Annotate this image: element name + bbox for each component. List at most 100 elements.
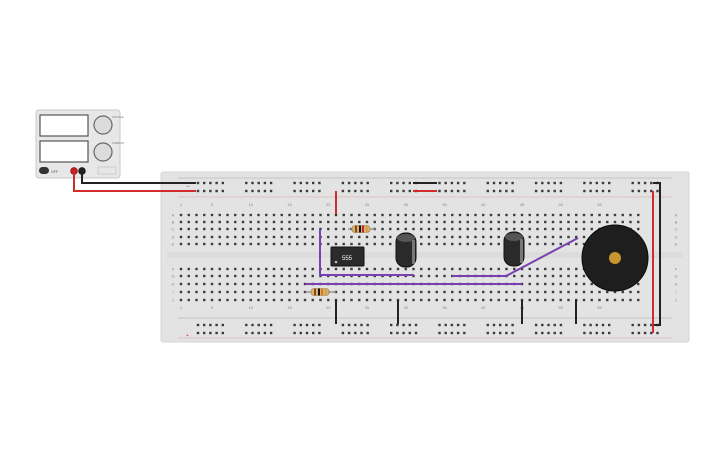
breadboard-hole[interactable] (195, 267, 198, 271)
breadboard-hole[interactable] (203, 267, 206, 271)
breadboard-hole[interactable] (210, 242, 214, 246)
breadboard-hole[interactable] (396, 181, 399, 185)
breadboard-hole[interactable] (544, 227, 547, 231)
electrolytic-capacitor-1[interactable] (395, 232, 417, 268)
breadboard-hole[interactable] (241, 213, 245, 217)
breadboard-hole[interactable] (489, 267, 493, 271)
breadboard-hole[interactable] (621, 213, 624, 217)
breadboard-hole[interactable] (482, 235, 485, 239)
breadboard-hole[interactable] (486, 181, 489, 185)
breadboard-hole[interactable] (360, 331, 363, 335)
breadboard-hole[interactable] (489, 227, 493, 231)
breadboard-hole[interactable] (474, 298, 477, 302)
breadboard-hole[interactable] (567, 298, 570, 302)
breadboard-hole[interactable] (590, 227, 593, 231)
breadboard-hole[interactable] (427, 242, 431, 246)
breadboard-hole[interactable] (482, 267, 485, 271)
piezo-buzzer[interactable] (581, 224, 649, 292)
breadboard-hole[interactable] (499, 331, 502, 335)
breadboard-hole[interactable] (203, 242, 206, 246)
breadboard-hole[interactable] (365, 242, 369, 246)
breadboard-hole[interactable] (241, 298, 245, 302)
breadboard-hole[interactable] (637, 331, 641, 335)
breadboard-hole[interactable] (463, 323, 466, 327)
breadboard-hole[interactable] (280, 227, 283, 231)
breadboard-hole[interactable] (520, 213, 524, 217)
breadboard-hole[interactable] (463, 181, 466, 185)
breadboard-hole[interactable] (595, 331, 598, 335)
breadboard-hole[interactable] (265, 242, 268, 246)
breadboard-hole[interactable] (650, 331, 653, 335)
breadboard-hole[interactable] (195, 274, 198, 278)
breadboard-hole[interactable] (497, 213, 500, 217)
breadboard-hole[interactable] (499, 189, 502, 193)
breadboard-hole[interactable] (575, 290, 578, 294)
breadboard-hole[interactable] (360, 189, 363, 193)
breadboard-hole[interactable] (226, 282, 229, 286)
breadboard-hole[interactable] (458, 267, 462, 271)
breadboard-hole[interactable] (456, 331, 460, 335)
breadboard-hole[interactable] (280, 282, 283, 286)
breadboard-hole[interactable] (505, 213, 508, 217)
breadboard-hole[interactable] (474, 267, 477, 271)
breadboard-hole[interactable] (458, 220, 462, 224)
breadboard-hole[interactable] (650, 181, 653, 185)
breadboard-hole[interactable] (443, 227, 446, 231)
breadboard-hole[interactable] (347, 189, 351, 193)
breadboard-hole[interactable] (241, 235, 245, 239)
breadboard-hole[interactable] (590, 298, 593, 302)
breadboard-hole[interactable] (196, 189, 200, 193)
breadboard-hole[interactable] (327, 298, 330, 302)
breadboard-hole[interactable] (265, 267, 268, 271)
breadboard-hole[interactable] (280, 242, 283, 246)
breadboard-hole[interactable] (226, 213, 229, 217)
breadboard-hole[interactable] (536, 242, 539, 246)
breadboard-hole[interactable] (637, 181, 641, 185)
breadboard-hole[interactable] (341, 189, 345, 193)
breadboard-hole[interactable] (497, 290, 500, 294)
breadboard-hole[interactable] (474, 242, 477, 246)
breadboard-hole[interactable] (656, 189, 659, 193)
breadboard-hole[interactable] (272, 274, 276, 278)
breadboard-hole[interactable] (396, 213, 400, 217)
breadboard-hole[interactable] (486, 331, 489, 335)
breadboard-hole[interactable] (350, 220, 353, 224)
breadboard-hole[interactable] (595, 323, 598, 327)
breadboard-hole[interactable] (583, 181, 586, 185)
breadboard-hole[interactable] (299, 189, 302, 193)
breadboard-hole[interactable] (650, 189, 653, 193)
breadboard-hole[interactable] (226, 220, 229, 224)
breadboard-hole[interactable] (444, 189, 447, 193)
breadboard-hole[interactable] (427, 220, 431, 224)
breadboard-hole[interactable] (404, 290, 407, 294)
breadboard-hole[interactable] (444, 181, 447, 185)
breadboard-hole[interactable] (390, 181, 393, 185)
breadboard-hole[interactable] (582, 282, 586, 286)
breadboard-hole[interactable] (334, 242, 338, 246)
breadboard-hole[interactable] (210, 213, 214, 217)
breadboard-hole[interactable] (187, 227, 190, 231)
breadboard-hole[interactable] (551, 282, 555, 286)
breadboard-hole[interactable] (187, 242, 190, 246)
breadboard-hole[interactable] (567, 235, 570, 239)
voltage-knob[interactable] (93, 115, 113, 135)
breadboard-hole[interactable] (547, 181, 550, 185)
breadboard-hole[interactable] (218, 274, 221, 278)
breadboard-hole[interactable] (528, 274, 531, 278)
breadboard-hole[interactable] (499, 323, 502, 327)
breadboard-hole[interactable] (427, 213, 431, 217)
breadboard-hole[interactable] (497, 267, 500, 271)
breadboard-hole[interactable] (373, 242, 376, 246)
breadboard-hole[interactable] (350, 290, 353, 294)
breadboard-hole[interactable] (272, 213, 276, 217)
breadboard-hole[interactable] (559, 298, 562, 302)
breadboard-hole[interactable] (396, 290, 400, 294)
breadboard-hole[interactable] (327, 213, 330, 217)
breadboard-hole[interactable] (582, 213, 586, 217)
breadboard-hole[interactable] (482, 227, 485, 231)
breadboard-hole[interactable] (497, 235, 500, 239)
breadboard-hole[interactable] (396, 227, 400, 231)
breadboard-hole[interactable] (582, 242, 586, 246)
breadboard-hole[interactable] (541, 181, 544, 185)
breadboard-hole[interactable] (342, 242, 345, 246)
